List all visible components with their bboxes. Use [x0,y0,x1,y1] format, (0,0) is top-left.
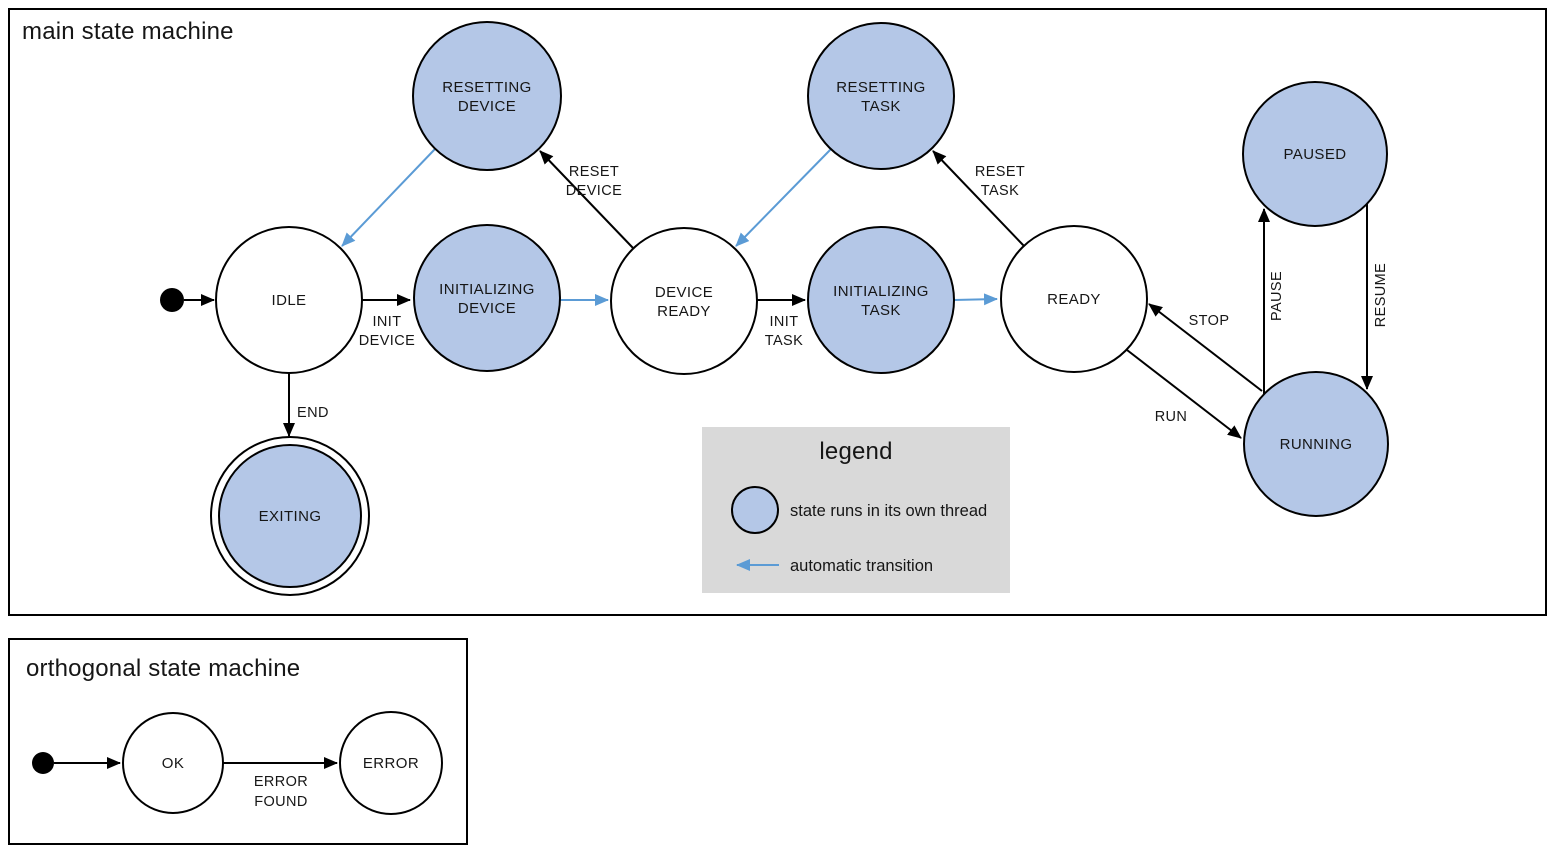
state-resetting-task-label-line2: TASK [861,98,901,115]
transition-resetting-device-to-idle-auto [341,148,436,247]
state-ok-label: OK [162,755,184,772]
main-state-machine-panel: main state machine IDLE RESETTING DEVICE [8,8,1547,616]
state-initializing-task-label-line1: INITIALIZING [833,283,929,300]
transition-initializing-task-to-ready-auto [953,293,998,306]
state-ready-circle [1000,225,1148,373]
state-exiting-final: EXITING [210,436,370,596]
state-initializing-device-label-line1: INITIALIZING [439,281,535,298]
state-error-circle [339,711,443,815]
transition-ready-to-resetting-task [932,150,1025,247]
label-init-device-line1: INIT [373,314,402,330]
transition-ready-to-running [1126,349,1242,439]
label-reset-task-line2: TASK [981,183,1019,199]
state-running-circle [1243,371,1389,517]
state-ready-label: READY [1047,291,1101,308]
orthogonal-state-machine-panel: orthogonal state machine OK ERROR ERROR … [8,638,468,845]
label-error-found-line2: FOUND [254,794,308,810]
transition-running-to-ready [1148,303,1263,392]
state-resetting-task: RESETTING TASK [807,22,955,170]
state-exiting-circle [218,444,362,588]
state-initializing-device-circle [413,224,561,372]
state-idle-label: IDLE [272,292,307,309]
state-device-ready-label-line2: READY [657,303,711,320]
orthogonal-panel-title: orthogonal state machine [26,655,300,682]
state-resetting-task-label-line1: RESETTING [836,79,925,96]
label-init-task-line1: INIT [770,314,799,330]
state-resetting-task-circle [807,22,955,170]
legend-title: legend [819,438,892,465]
state-initializing-task-circle [807,226,955,374]
state-exiting-label: EXITING [259,508,322,525]
legend-threaded-state-icon [731,486,779,534]
label-stop: STOP [1189,313,1230,329]
state-initializing-device-label-line2: DEVICE [458,300,516,317]
label-pause: PAUSE [1269,271,1285,321]
legend-threaded-state-label: state runs in its own thread [790,502,987,520]
state-device-ready-label-line1: DEVICE [655,284,713,301]
transition-device-ready-to-resetting-device [539,150,634,249]
state-resetting-device-label-line1: RESETTING [442,79,531,96]
state-device-ready-circle [610,227,758,375]
main-panel-title: main state machine [22,18,234,45]
state-error-label: ERROR [363,755,419,772]
label-reset-device-line1: RESET [569,164,619,180]
legend-automatic-transition-label: automatic transition [790,557,933,575]
state-idle: IDLE [215,226,363,374]
state-resetting-device-circle [412,21,562,171]
initial-state-dot [160,288,184,312]
state-resetting-device: RESETTING DEVICE [412,21,562,171]
state-running: RUNNING [1243,371,1389,517]
label-init-device-line2: DEVICE [359,333,415,349]
state-running-label: RUNNING [1280,436,1353,453]
state-ready: READY [1000,225,1148,373]
label-reset-device-line2: DEVICE [566,183,622,199]
state-error: ERROR [339,711,443,815]
state-ok-circle [122,712,224,814]
state-paused-circle [1242,81,1388,227]
state-device-ready: DEVICE READY [610,227,758,375]
transition-resetting-task-to-device-ready-auto [735,148,832,247]
label-init-task-line2: TASK [765,333,803,349]
state-resetting-device-label-line2: DEVICE [458,98,516,115]
label-run: RUN [1155,409,1188,425]
state-paused: PAUSED [1242,81,1388,227]
state-ok: OK [122,712,224,814]
label-end: END [297,405,329,421]
legend: legend state runs in its own thread auto… [702,427,1010,593]
state-initializing-device: INITIALIZING DEVICE [413,224,561,372]
label-reset-task-line1: RESET [975,164,1025,180]
orthogonal-initial-state-dot [32,752,54,774]
label-resume: RESUME [1373,263,1389,327]
state-idle-circle [215,226,363,374]
state-initializing-task: INITIALIZING TASK [807,226,955,374]
label-error-found-line1: ERROR [254,774,308,790]
state-paused-label: PAUSED [1284,146,1347,163]
state-initializing-task-label-line2: TASK [861,302,901,319]
